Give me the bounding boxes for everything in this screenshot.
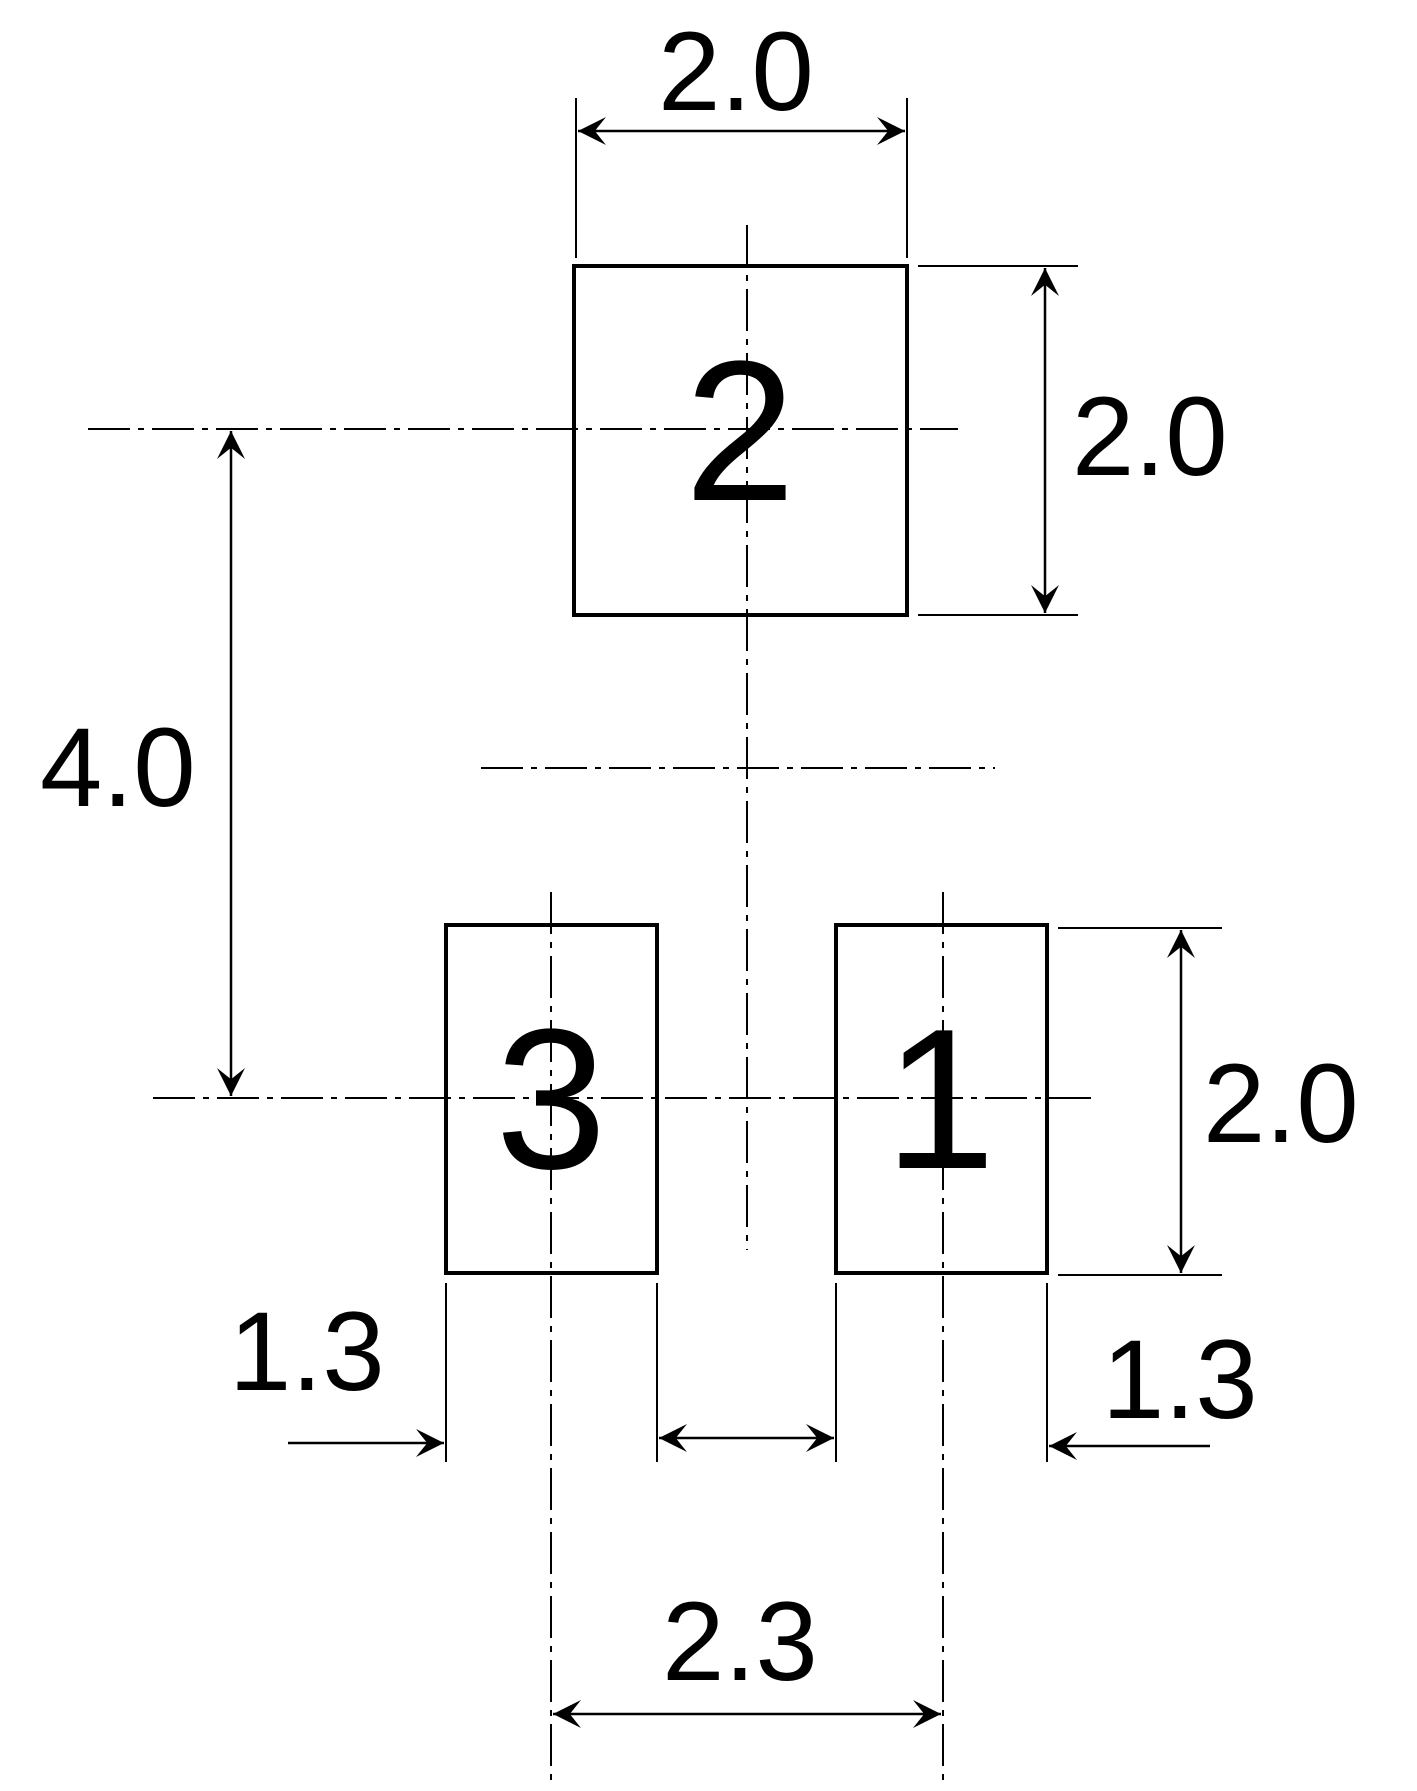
extension-lines bbox=[445, 98, 1222, 1462]
pad-1-label: 1 bbox=[884, 988, 995, 1211]
pad-1-height-label: 2.0 bbox=[1203, 1041, 1359, 1166]
pad-2-label: 2 bbox=[684, 320, 795, 543]
pad-1-width-label: 1.3 bbox=[1102, 1317, 1258, 1442]
dimension-lines bbox=[217, 117, 1210, 1728]
pad-2-width-label: 2.0 bbox=[658, 9, 814, 134]
center-lines bbox=[88, 225, 1092, 1786]
dimension-labels: 2.0 2.0 4.0 2.0 1.3 1.3 2.3 bbox=[40, 9, 1359, 1704]
pad-2: 2 bbox=[572, 264, 909, 617]
vertical-pitch-label: 4.0 bbox=[40, 705, 196, 830]
pad-pitch-label: 2.3 bbox=[662, 1579, 818, 1704]
pad-3-width-label: 1.3 bbox=[229, 1289, 385, 1414]
pad-2-height-label: 2.0 bbox=[1072, 374, 1228, 499]
